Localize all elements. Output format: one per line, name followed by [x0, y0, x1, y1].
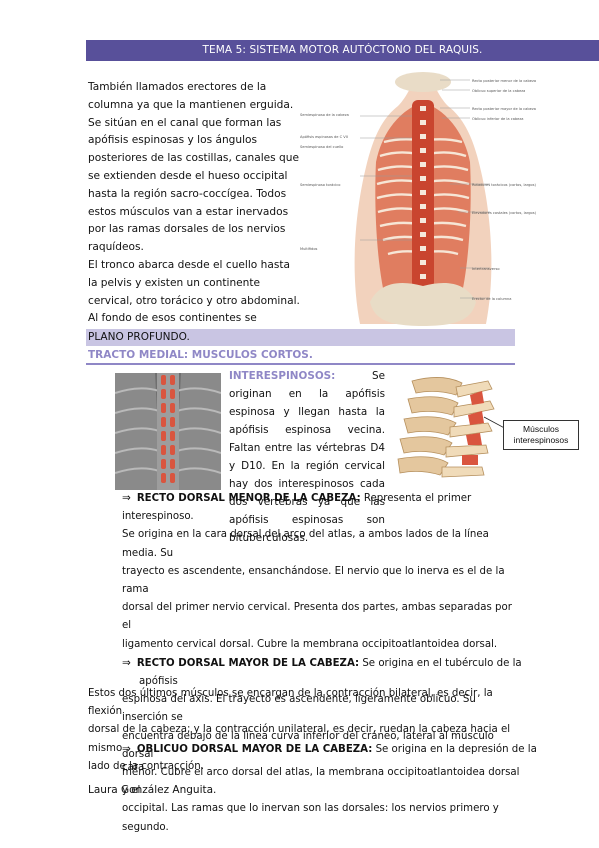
footer-author: Laura González Anguita. [88, 784, 217, 796]
intro-text: También llamados erectores de la columna… [88, 79, 300, 346]
recto-menor-line: ligamento cervical dorsal. Cubre la memb… [122, 638, 498, 650]
back-muscles-figure: Recto posterior menor de la cabeza Oblic… [300, 72, 540, 326]
subheading-underline [86, 363, 515, 365]
back-label: Rotadores torácicos (cortos, largos) [472, 183, 536, 187]
subheading-title: TRACTO MEDIAL: MUSCULOS CORTOS. [88, 349, 313, 361]
summary-line: Estos dos últimos músculos se encargan d… [88, 688, 493, 718]
back-label: Semiespinoso del cuello [300, 145, 344, 149]
back-label: Intertransverso [472, 267, 500, 271]
oblicuo-block: ⇒ OBLICUO DORSAL MAYOR DE LA CABEZA: Se o… [122, 740, 542, 777]
back-label: Oblicuo inferior de la cabeza [472, 117, 524, 121]
back-label: Multífidos [300, 247, 318, 251]
recto-mayor-line: encuentra debajo de la línea curva infer… [122, 730, 494, 760]
summary-line: lado de la contracción. [88, 760, 204, 772]
arrow-icon: ⇒ [122, 492, 131, 504]
interespinosos-label-box: Músculos interespinosos [503, 420, 579, 450]
back-figure-labels-right: Recto posterior menor de la cabeza Oblic… [472, 76, 542, 304]
subheading-tracto-medial: TRACTO MEDIAL: MUSCULOS CORTOS. [88, 348, 313, 362]
page-header: TEMA 5: SISTEMA MOTOR AUTÓCTONO DEL RAQU… [86, 40, 599, 61]
header-title: TEMA 5: SISTEMA MOTOR AUTÓCTONO DEL RAQU… [202, 44, 483, 56]
recto-menor-line: trayecto es ascendente, ensanchándose. E… [122, 565, 505, 596]
arrow-icon: ⇒ [122, 656, 131, 669]
cervical-interspinous-figure: Músculos interespinosos [392, 373, 599, 490]
recto-menor-block: ⇒ RECTO DORSAL MENOR DE LA CABEZA: Repres… [122, 489, 522, 837]
recto-mayor-term: RECTO DORSAL MAYOR DE LA CABEZA: [136, 657, 360, 669]
arrow-icon: ⇒ [122, 743, 131, 755]
intro-paragraph-2: El tronco abarca desde el cuello hasta l… [88, 258, 300, 342]
back-muscles-illustration [354, 72, 492, 326]
back-label: Elevadores costales (cortos, largos) [472, 211, 536, 215]
back-label: Oblicuo superior de la cabeza [472, 89, 526, 93]
summary-line: dorsal de la cabeza; y la contracción un… [88, 724, 511, 754]
cervical-spine-illustration [397, 377, 511, 478]
back-label: Erector de la columna [472, 297, 512, 301]
figure-label: Músculos interespinosos [513, 424, 569, 445]
oblicuo-first: Se origina en la depresión de la cara [122, 744, 537, 774]
back-label: Semiespinoso de la cabeza [300, 113, 349, 117]
section-plano-profundo: PLANO PROFUNDO. [86, 329, 515, 346]
spine-closeup-figure [115, 373, 221, 490]
recto-mayor-line: occipital. Las ramas que lo inervan son … [122, 803, 499, 833]
recto-mayor-second: apófisis [139, 676, 178, 688]
recto-menor-line: dorsal del primer nervio cervical. Prese… [122, 602, 512, 632]
recto-menor-term: RECTO DORSAL MENOR DE LA CABEZA: [136, 493, 361, 504]
back-label: Apófisis espinosas de C VII [300, 135, 348, 139]
interespinosos-paragraph: INTERESPINOSOS: Se originan en la apófis… [229, 367, 385, 547]
page-footer: Laura González Anguita. [88, 784, 216, 796]
recto-mayor-line: espinosa del axis. El trayecto es ascend… [122, 694, 476, 724]
recto-menor-line: Se origina en la cara dorsal del arco de… [122, 529, 489, 559]
recto-mayor-first: Se origina en el tubérculo de la [362, 657, 522, 669]
recto-menor-first: Representa el primer interespinoso. [122, 493, 472, 523]
section-title: PLANO PROFUNDO. [88, 331, 190, 343]
summary-block: Estos dos últimos músculos se encargan d… [88, 685, 528, 776]
back-figure-labels-left: Semiespinoso de la cabeza Apófisis espin… [300, 110, 360, 254]
back-label: Semiespinoso torácico [300, 183, 341, 187]
interespinosos-text: Se originan en la apófisis espinosa y ll… [229, 370, 385, 544]
back-label: Recto posterior menor de la cabeza [472, 79, 537, 83]
recto-mayor-line: menor. Cubre el arco dorsal del atlas, l… [122, 767, 520, 797]
interespinosos-term: INTERESPINOSOS: [229, 370, 336, 382]
spine-closeup-illustration [115, 373, 221, 490]
back-label: Recto posterior mayor de la cabeza [472, 107, 536, 111]
oblicuo-term: OBLICUO DORSAL MAYOR DE LA CABEZA: [136, 744, 373, 755]
intro-paragraph-1: También llamados erectores de la columna… [88, 81, 300, 254]
